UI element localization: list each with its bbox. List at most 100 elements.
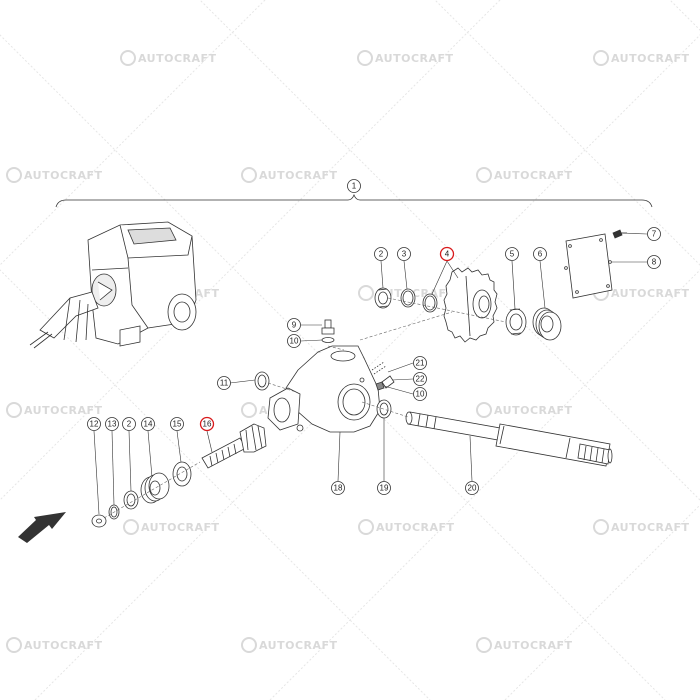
svg-text:AUTOCRAFT: AUTOCRAFT	[375, 52, 454, 65]
cover-plate	[564, 233, 613, 299]
svg-text:8: 8	[652, 258, 657, 267]
callout-7: 7	[647, 227, 661, 241]
callout-10-lower: 10	[413, 387, 427, 401]
svg-text:20: 20	[468, 484, 477, 493]
svg-text:AUTOCRAFT: AUTOCRAFT	[611, 287, 690, 300]
svg-text:2: 2	[127, 420, 132, 429]
watermark-logo: AUTOCRAFT	[6, 167, 103, 183]
svg-text:18: 18	[334, 484, 343, 493]
callouts: 2 3 4 5 6 7 8 9 10 10 11 12 13 2 14 15 1…	[87, 227, 661, 495]
ring-2-bottom	[123, 490, 139, 510]
grease-nipple	[321, 319, 335, 343]
ring-3	[400, 288, 416, 308]
callout-2-lower: 2	[122, 417, 136, 431]
svg-text:2: 2	[379, 250, 384, 259]
assembly-axes	[103, 297, 507, 519]
bevel-gear	[443, 267, 498, 343]
svg-text:7: 7	[652, 230, 657, 239]
svg-text:16: 16	[203, 420, 212, 429]
svg-text:AUTOCRAFT: AUTOCRAFT	[611, 52, 690, 65]
callout-4-highlighted: 4	[439, 246, 455, 262]
watermark-logo: AUTOCRAFT	[476, 167, 573, 183]
svg-text:4: 4	[445, 250, 450, 259]
baler-illustration	[29, 221, 197, 349]
bolt	[612, 229, 627, 239]
svg-text:AUTOCRAFT: AUTOCRAFT	[494, 639, 573, 652]
bearing-5	[505, 308, 527, 336]
callout-3: 3	[397, 247, 411, 261]
callout-12: 12	[87, 417, 101, 431]
callout-group-label: 1	[352, 182, 357, 191]
svg-text:AUTOCRAFT: AUTOCRAFT	[138, 52, 217, 65]
svg-text:19: 19	[380, 484, 389, 493]
watermark-logo: AUTOCRAFT	[593, 519, 690, 535]
svg-text:11: 11	[220, 379, 229, 388]
pinion-shaft	[201, 423, 267, 469]
gearbox-housing	[267, 345, 381, 433]
svg-text:9: 9	[292, 321, 297, 330]
svg-text:14: 14	[144, 420, 153, 429]
small-fasteners	[371, 361, 395, 391]
callout-11: 11	[217, 376, 231, 390]
watermark-logo: AUTOCRAFT	[593, 50, 690, 66]
seal-11	[254, 371, 270, 391]
svg-text:13: 13	[108, 420, 117, 429]
callout-5: 5	[505, 247, 519, 261]
ring-4	[422, 293, 438, 313]
svg-text:AUTOCRAFT: AUTOCRAFT	[24, 639, 103, 652]
svg-text:AUTOCRAFT: AUTOCRAFT	[24, 404, 103, 417]
callout-18: 18	[331, 481, 345, 495]
spring-6	[532, 307, 562, 341]
watermark-logo: AUTOCRAFT	[476, 402, 572, 418]
watermark-logo: AUTOCRAFT	[357, 50, 454, 66]
svg-text:AUTOCRAFT: AUTOCRAFT	[259, 639, 338, 652]
callout-2: 2	[374, 247, 388, 261]
svg-text:5: 5	[510, 250, 515, 259]
watermark-logo: AUTOCRAFT	[6, 637, 103, 653]
callout-6: 6	[533, 247, 547, 261]
callout-group-1: 1	[347, 179, 361, 193]
bearing-15	[172, 461, 192, 487]
svg-text:AUTOCRAFT: AUTOCRAFT	[141, 521, 220, 534]
leader-lines	[93, 232, 648, 515]
watermark-logo: AUTOCRAFT	[358, 519, 455, 535]
watermark-logo: AUTOCRAFT	[241, 637, 338, 653]
callout-13: 13	[105, 417, 119, 431]
svg-text:AUTOCRAFT: AUTOCRAFT	[259, 169, 338, 182]
callout-10-upper: 10	[287, 334, 301, 348]
callout-20: 20	[465, 481, 479, 495]
svg-text:12: 12	[90, 420, 99, 429]
washer-12	[91, 514, 107, 528]
svg-text:10: 10	[416, 390, 425, 399]
svg-text:15: 15	[173, 420, 182, 429]
bearing-2-top	[374, 287, 392, 309]
callout-14: 14	[141, 417, 155, 431]
svg-text:21: 21	[416, 359, 425, 368]
watermark-logo: AUTOCRAFT	[6, 402, 103, 418]
direction-arrow	[18, 512, 66, 543]
watermark-logo: AUTOCRAFT	[123, 519, 220, 535]
svg-text:AUTOCRAFT: AUTOCRAFT	[24, 169, 103, 182]
callout-15: 15	[170, 417, 184, 431]
callout-8: 8	[647, 255, 661, 269]
svg-text:6: 6	[538, 250, 543, 259]
svg-text:3: 3	[402, 250, 407, 259]
callout-22: 22	[413, 372, 427, 386]
seal-19	[376, 399, 392, 419]
callout-9: 9	[287, 318, 301, 332]
watermark-logo: AUTOCRAFT	[241, 167, 338, 183]
watermark-logo: AUTOCRAFT	[120, 50, 217, 66]
svg-text:AUTOCRAFT: AUTOCRAFT	[376, 521, 455, 534]
callout-16-highlighted: 16	[199, 416, 215, 432]
svg-text:AUTOCRAFT: AUTOCRAFT	[494, 169, 573, 182]
assembly-bracket	[55, 193, 653, 208]
svg-text:22: 22	[416, 375, 425, 384]
watermark-logo: AUTOCRAFT	[476, 637, 573, 653]
callout-19: 19	[377, 481, 391, 495]
svg-text:10: 10	[290, 337, 299, 346]
svg-text:AUTOCRAFT: AUTOCRAFT	[611, 521, 690, 534]
callout-21: 21	[413, 356, 427, 370]
output-shaft	[405, 411, 613, 467]
